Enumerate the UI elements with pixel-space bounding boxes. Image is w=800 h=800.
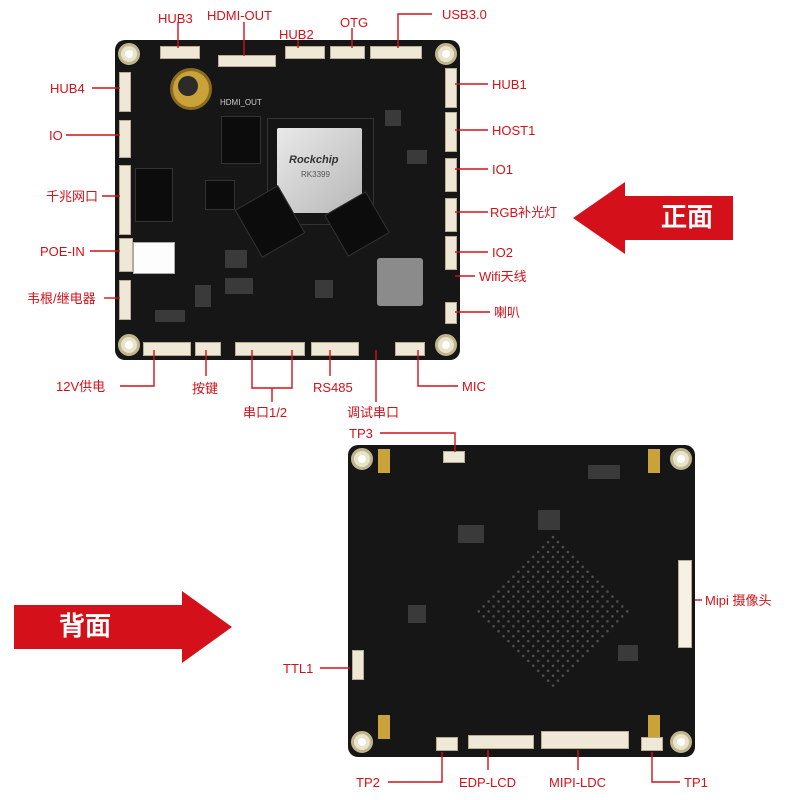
label-hub1: HUB1 — [492, 77, 527, 92]
back-board-image — [348, 445, 695, 757]
label-wifi-antenna: Wifi天线 — [479, 269, 527, 284]
label-speaker: 喇叭 — [494, 305, 521, 320]
back-title: 背面 — [59, 611, 112, 641]
soc-chip: Rockchip RK3399 — [277, 128, 362, 213]
label-12v-power: 12V供电 — [56, 379, 106, 394]
label-tp3: TP3 — [349, 426, 373, 441]
label-gigabit-ethernet: 千兆网口 — [46, 189, 99, 204]
label-serial-1-2: 串口1/2 — [243, 405, 288, 420]
label-wiegand-relay: 韦根/继电器 — [27, 291, 96, 306]
front-board-image: HDMI_OUT Rockchip RK3399 — [115, 40, 460, 360]
label-hdmi-out: HDMI-OUT — [207, 8, 272, 23]
soc-model: RK3399 — [301, 170, 330, 179]
label-otg: OTG — [340, 15, 369, 30]
label-hub2: HUB2 — [279, 27, 314, 42]
hdmi-silkscreen: HDMI_OUT — [220, 98, 262, 107]
label-usb30: USB3.0 — [442, 7, 487, 22]
label-ttl1: TTL1 — [283, 661, 314, 676]
label-edp-lcd: EDP-LCD — [459, 775, 517, 790]
label-debug-serial: 调试串口 — [347, 405, 400, 420]
front-title: 正面 — [661, 202, 714, 232]
label-button: 按键 — [192, 381, 219, 396]
label-io: IO — [49, 128, 63, 143]
label-tp2: TP2 — [356, 775, 380, 790]
label-mipi-camera: Mipi 摄像头 — [705, 593, 772, 608]
soc-brand: Rockchip — [289, 154, 339, 166]
label-poe-in: POE-IN — [40, 244, 85, 259]
back-arrow: 背面 — [14, 591, 232, 663]
label-tp1: TP1 — [684, 775, 708, 790]
front-arrow: 正面 — [573, 182, 733, 254]
label-mic: MIC — [462, 379, 486, 394]
label-mipi-ldc: MIPI-LDC — [549, 775, 607, 790]
label-hub4: HUB4 — [50, 81, 85, 96]
label-host1: HOST1 — [492, 123, 536, 138]
label-hub3: HUB3 — [158, 11, 193, 26]
label-rgb-light: RGB补光灯 — [490, 205, 558, 220]
label-io2: IO2 — [492, 245, 513, 260]
label-rs485: RS485 — [313, 380, 353, 395]
label-io1: IO1 — [492, 162, 513, 177]
